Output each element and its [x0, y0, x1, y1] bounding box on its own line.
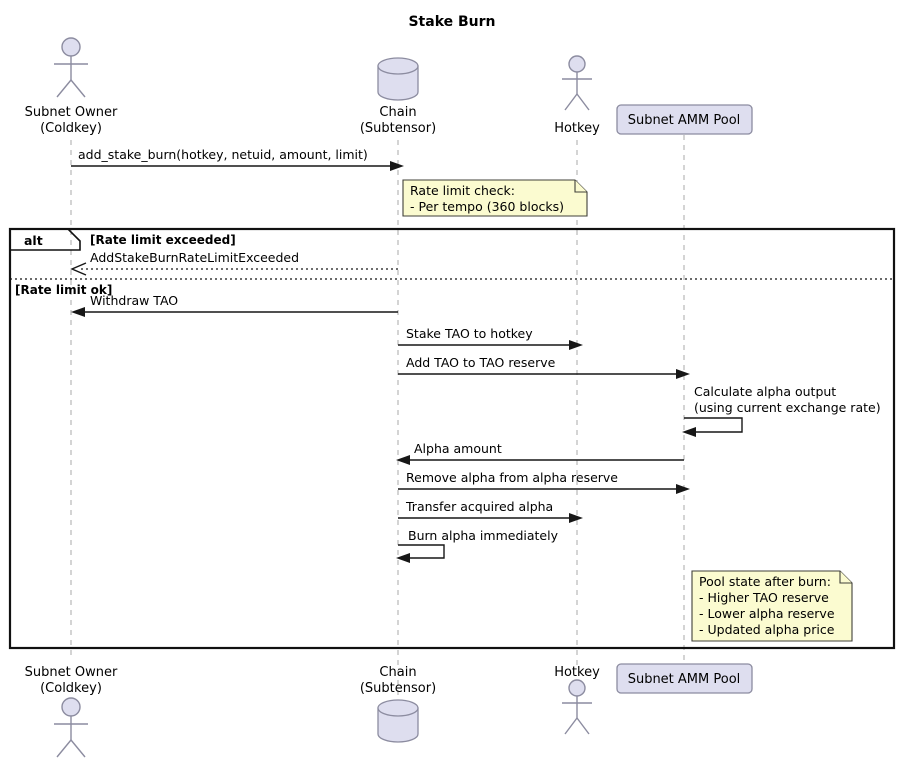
arrow-head-icon: [676, 484, 690, 494]
message-transfer-acquired-alpha[interactable]: Transfer acquired alpha: [398, 499, 583, 523]
message-alpha-amount[interactable]: Alpha amount: [396, 441, 684, 465]
participant-label-line1: Subnet Owner: [25, 105, 118, 120]
message-label: Withdraw TAO: [90, 293, 178, 308]
message-label: Add TAO to TAO reserve: [406, 355, 556, 370]
participant-label-line1: Hotkey: [554, 121, 600, 136]
database-top-icon: [377, 57, 419, 75]
participant-label-line1: Subnet Owner: [25, 665, 118, 680]
message-label-line2: (using current exchange rate): [694, 400, 881, 415]
arrow-head-icon: [70, 262, 87, 276]
actor-head-icon: [61, 37, 81, 57]
message-remove-alpha-from-reserve[interactable]: Remove alpha from alpha reserve: [398, 470, 690, 494]
participant-label-line1: Chain: [379, 665, 416, 680]
actor-head-icon: [568, 679, 586, 697]
message-label-line1: Burn alpha immediately: [408, 528, 559, 543]
actor-head-icon: [568, 55, 586, 73]
message-add-stake-burn[interactable]: add_stake_burn(hotkey, netuid, amount, l…: [71, 147, 404, 171]
alt-fragment-frame: alt [Rate limit exceeded] [Rate limit ok…: [8, 227, 896, 650]
arrow-head-icon: [390, 161, 404, 171]
actor-leg-left-icon: [56, 79, 72, 98]
note-rate-limit-check: Rate limit check: - Per tempo (360 block…: [402, 179, 588, 217]
participant-subnet-amm-pool-top[interactable]: Subnet AMM Pool: [616, 104, 753, 135]
arrow-head-icon: [569, 340, 583, 350]
message-label: add_stake_burn(hotkey, netuid, amount, l…: [78, 147, 368, 162]
note-line: Pool state after burn:: [699, 574, 831, 589]
message-label: Stake TAO to hotkey: [406, 326, 533, 341]
message-stake-tao-to-hotkey[interactable]: Stake TAO to hotkey: [398, 326, 583, 350]
arrow-head-icon: [71, 307, 85, 317]
actor-leg-right-icon: [576, 717, 590, 735]
database-body-icon: [377, 65, 419, 101]
fragment-operator-tab: [10, 228, 81, 251]
note-line: - Higher TAO reserve: [699, 590, 829, 605]
participant-box-shape: [616, 663, 753, 694]
actor-head-icon: [61, 697, 81, 717]
participant-label-line1: Subnet AMM Pool: [628, 113, 741, 128]
message-label: Remove alpha from alpha reserve: [406, 470, 618, 485]
arrow-head-icon: [569, 513, 583, 523]
note-pool-state: Pool state after burn: - Higher TAO rese…: [691, 570, 853, 642]
self-message-loop-line: [398, 544, 445, 559]
message-label: AddStakeBurnRateLimitExceeded: [90, 250, 299, 265]
fragment-guard-2: [Rate limit ok]: [15, 283, 112, 297]
note-line: Rate limit check:: [410, 183, 515, 198]
participant-label-line2: (Subtensor): [360, 681, 436, 696]
arrow-head-icon: [396, 553, 410, 563]
message-label: Alpha amount: [414, 441, 502, 456]
fragment-border: [8, 227, 896, 650]
participant-chain-bottom[interactable]: Chain (Subtensor): [360, 665, 436, 743]
arrow-head-icon: [676, 369, 690, 379]
database-top-icon: [377, 699, 419, 717]
participant-label-line2: (Coldkey): [40, 681, 102, 696]
note-line: - Updated alpha price: [699, 622, 835, 637]
note-shape: [691, 570, 853, 642]
message-calculate-alpha-output[interactable]: Calculate alpha output (using current ex…: [682, 384, 881, 437]
note-shape: [402, 179, 588, 217]
message-label: Transfer acquired alpha: [405, 499, 553, 514]
participant-chain-top[interactable]: Chain (Subtensor): [360, 57, 436, 136]
self-message-loop-line: [684, 417, 743, 433]
message-label-line1: Calculate alpha output: [694, 384, 836, 399]
actor-leg-left-icon: [564, 717, 578, 735]
actor-leg-left-icon: [56, 739, 72, 758]
participant-label-line1: Subnet AMM Pool: [628, 672, 741, 687]
actor-leg-right-icon: [70, 739, 86, 758]
participant-hotkey-top[interactable]: Hotkey: [554, 55, 600, 136]
note-line: - Lower alpha reserve: [699, 606, 835, 621]
message-withdraw-tao[interactable]: Withdraw TAO: [71, 293, 398, 317]
actor-leg-right-icon: [576, 93, 590, 111]
participant-box-shape: [616, 104, 753, 135]
arrow-head-icon: [682, 427, 696, 437]
note-fold-corner: [839, 571, 852, 584]
participant-hotkey-bottom[interactable]: Hotkey: [554, 665, 600, 735]
fragment-operator-label: alt: [24, 233, 43, 248]
participant-label-line1: Hotkey: [554, 665, 600, 680]
fragment-guard-1: [Rate limit exceeded]: [90, 233, 236, 247]
participant-label-line2: (Subtensor): [360, 121, 436, 136]
actor-leg-right-icon: [70, 79, 86, 98]
note-line: - Per tempo (360 blocks): [410, 199, 564, 214]
message-burn-alpha-immediately[interactable]: Burn alpha immediately: [396, 528, 559, 563]
actor-leg-left-icon: [564, 93, 578, 111]
participant-subnet-owner-top[interactable]: Subnet Owner (Coldkey): [25, 37, 118, 136]
participant-subnet-owner-bottom[interactable]: Subnet Owner (Coldkey): [25, 665, 118, 758]
participant-label-line2: (Coldkey): [40, 121, 102, 136]
participant-subnet-amm-pool-bottom[interactable]: Subnet AMM Pool: [616, 663, 753, 694]
page-title: Stake Burn: [408, 14, 495, 30]
arrow-head-icon: [396, 455, 410, 465]
participant-label-line1: Chain: [379, 105, 416, 120]
database-body-icon: [377, 707, 419, 743]
message-rate-limit-exceeded[interactable]: AddStakeBurnRateLimitExceeded: [70, 250, 398, 276]
message-add-tao-to-reserve[interactable]: Add TAO to TAO reserve: [398, 355, 690, 379]
note-fold-corner: [574, 180, 587, 193]
